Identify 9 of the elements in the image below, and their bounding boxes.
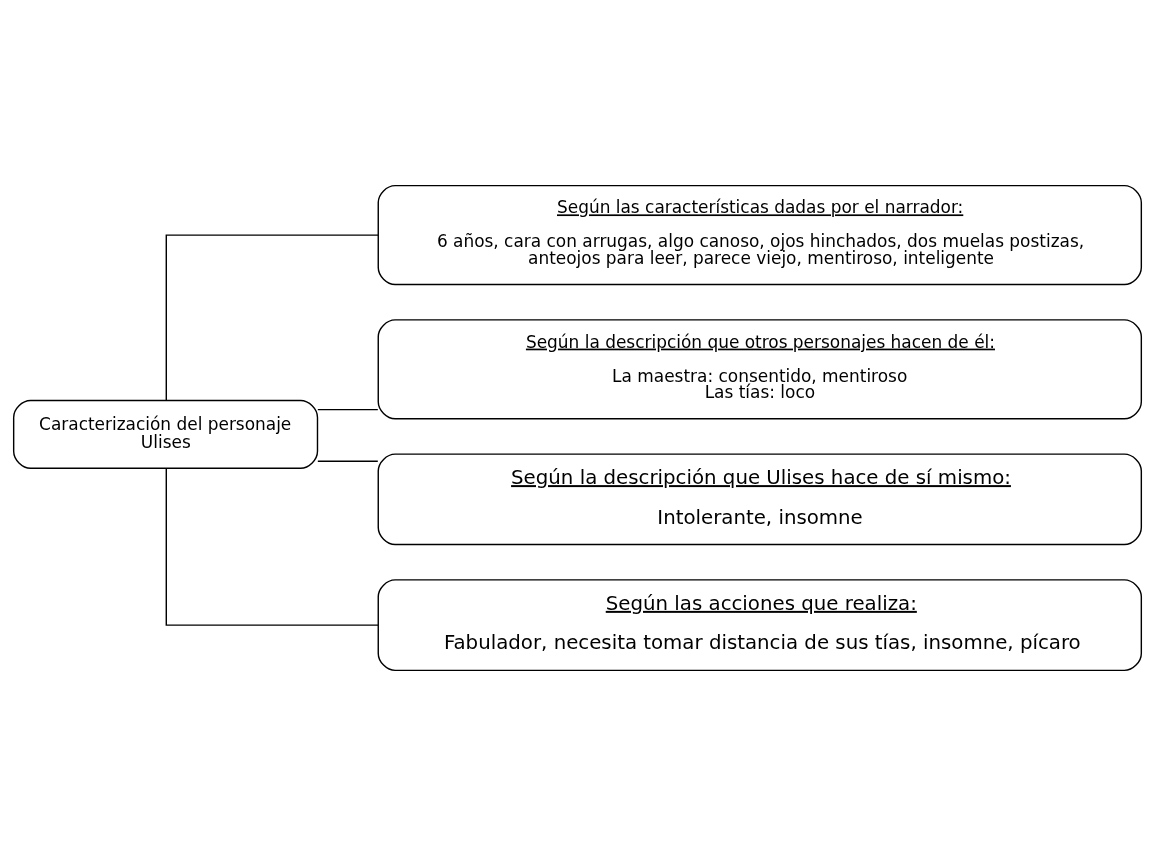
connector <box>317 408 379 411</box>
node-box: Según las acciones que realiza: Fabulador, necesita tomar distancia de sus tías, insomne, pícaro <box>377 579 1143 672</box>
connector <box>165 467 379 626</box>
connector <box>317 460 379 462</box>
node-box: Según las características dadas por el narrador: 6 años, cara con arrugas, algo canoso, ojos hinchados, dos muelas postizas, anteojos para leer, parece viejo, mentiroso, inteligente <box>377 184 1143 286</box>
node-box: Caracterización del personaje Ulises <box>12 399 319 469</box>
node-box: Según la descripción que Ulises hace de sí mismo: Intolerante, insomne <box>377 453 1143 546</box>
node-box: Según la descripción que otros personajes hacen de él: La maestra: consentido, mentiroso Las tías: loco <box>377 319 1143 420</box>
connector <box>165 234 379 401</box>
